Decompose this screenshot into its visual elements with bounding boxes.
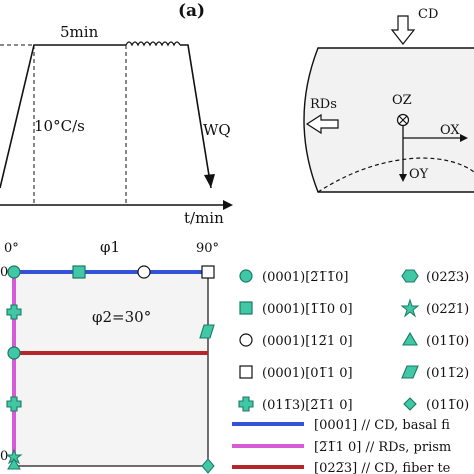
odf-marker-open-square [201, 265, 215, 279]
heating-rate-label: 10°C/s [34, 117, 85, 135]
odf-marker-open-circle [137, 265, 151, 279]
legend-fiber-label: [0001] // CD, basal fi [314, 418, 450, 433]
legend-item-label: (0001)[2̅1̅1̅0] [262, 270, 348, 285]
oy-label: OY [409, 167, 429, 182]
ox-label: OX [440, 123, 460, 138]
odf-marker-circle-origin [7, 265, 21, 279]
legend-parallelogram-icon [401, 365, 419, 379]
sample-sketch: CD RDs OZ OX OY [303, 7, 474, 193]
time-axis-arrowhead [223, 200, 233, 210]
legend-item-label: (022̅3) [426, 270, 469, 285]
oy-arrowhead [399, 174, 407, 182]
odf-marker-diamond [201, 458, 215, 474]
cd-arrow [390, 15, 416, 45]
legend-item-label: (0001)[1̅1̅0 0] [262, 302, 353, 317]
legend-item-label: (011̅2) [426, 366, 469, 381]
odf-frame [13, 271, 209, 467]
legend-cross-icon [238, 396, 254, 412]
phi1-end-tick: 90° [196, 241, 219, 256]
temperature-oscillation-curve [125, 41, 181, 47]
legend-star-icon [400, 298, 420, 318]
oz-label: OZ [392, 93, 412, 108]
legend-fiber-label: [022̅3] // CD, fiber te [314, 461, 451, 474]
heat-treatment-schedule: 5min 10°C/s WQ t/min [0, 23, 233, 227]
quench-arrowhead [204, 174, 215, 188]
phi1-start-tick: 0° [4, 241, 19, 256]
phi-axis-tick-bottom: 0 [0, 449, 8, 464]
phi1-axis-label: φ1 [100, 238, 120, 256]
legend-fiber-label: [2̅1̅1 0] // RDs, prism [314, 440, 451, 455]
rds-label: RDs [310, 97, 337, 112]
legend-item-label: (022̅1) [426, 302, 469, 317]
time-axis-label: t/min [184, 209, 224, 227]
legend-diamond-icon [403, 397, 417, 411]
legend-circle-icon [239, 269, 253, 283]
odf-marker-cross-lower [6, 396, 22, 412]
odf-marker-circle-mid [7, 346, 21, 360]
rds-arrow [305, 113, 339, 135]
odf-section: 0° 90° φ1 0 0 φ2=30° [0, 238, 219, 474]
legend-open-square-icon [239, 365, 253, 379]
orientation-legend: (0001)[2̅1̅1̅0] (0001)[1̅1̅0 0] (0001)[1… [232, 269, 469, 474]
panel-label: (a) [178, 1, 205, 21]
legend-item-label: (0001)[12̅1 0] [262, 334, 353, 349]
legend-square-icon [239, 301, 253, 315]
phi2-section-label: φ2=30° [92, 308, 151, 326]
legend-item-label: (011̅0) [426, 334, 469, 349]
legend-open-circle-icon [239, 333, 253, 347]
sample-outline [303, 47, 474, 193]
quench-label: WQ [203, 121, 231, 139]
cd-label: CD [418, 7, 438, 22]
odf-marker-cross [6, 304, 22, 320]
odf-marker-square [72, 265, 86, 279]
legend-item-label: (011̅0) [426, 398, 469, 413]
phi-axis-tick-top: 0 [0, 265, 8, 280]
odf-marker-parallelogram [199, 324, 215, 339]
ox-arrowhead [460, 134, 468, 142]
odf-marker-triangle [7, 458, 21, 470]
legend-triangle-icon [402, 331, 418, 346]
quench-curve [180, 44, 212, 189]
hold-time-label: 5min [60, 23, 99, 41]
legend-item-label: (0001)[01̅1 0] [262, 366, 353, 381]
sample-bottom-edge [317, 157, 474, 193]
legend-hexagon-icon [401, 269, 419, 283]
legend-item-label: (011̅3)[2̅1̅1 0] [262, 398, 353, 413]
